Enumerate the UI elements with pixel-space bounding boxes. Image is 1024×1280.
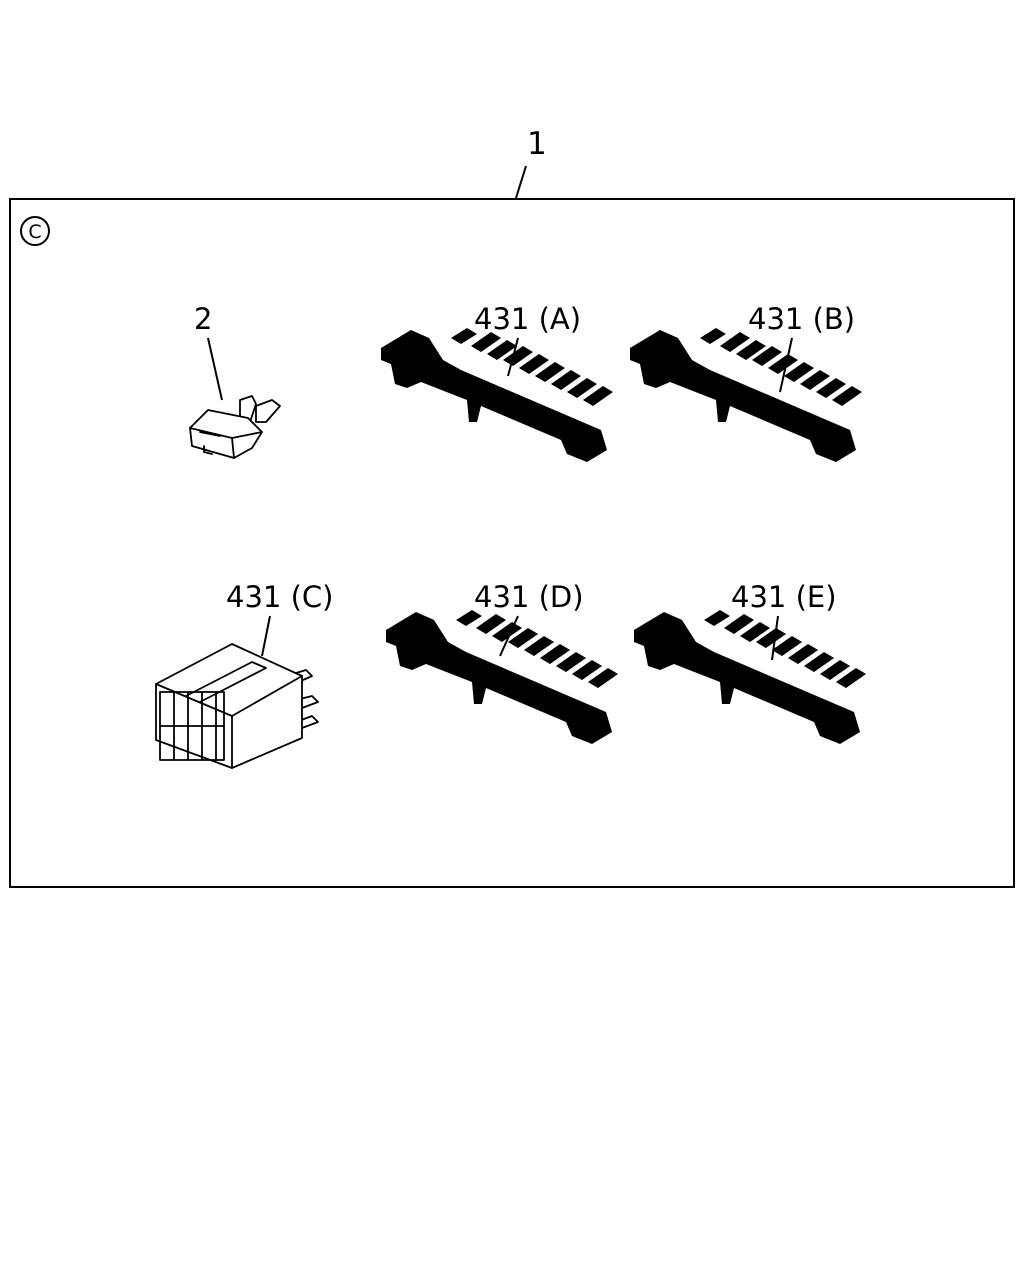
connector-431e-icon [634, 610, 866, 744]
view-circle-icon [20, 216, 50, 246]
part-2-leader-line [207, 337, 223, 401]
assembly-leader-line [515, 165, 527, 199]
part-431e-label: 431 (E) [731, 580, 837, 614]
assembly-label: 1 [527, 126, 547, 162]
part-431a-label: 431 (A) [474, 302, 581, 336]
part-431d-label: 431 (D) [474, 580, 584, 614]
view-letter: C [28, 221, 41, 243]
connector-431a-icon [381, 328, 613, 462]
relay-icon [189, 395, 281, 459]
connector-431c-icon [155, 643, 319, 769]
part-431c-label: 431 (C) [226, 580, 333, 614]
connector-431b-icon [630, 328, 862, 462]
connector-431d-icon [386, 610, 618, 744]
part-431c-leader-line [261, 615, 271, 657]
assembly-frame [9, 198, 1015, 888]
view-indicator: C [20, 216, 50, 246]
part-2-label: 2 [194, 302, 212, 336]
part-431b-label: 431 (B) [748, 302, 855, 336]
